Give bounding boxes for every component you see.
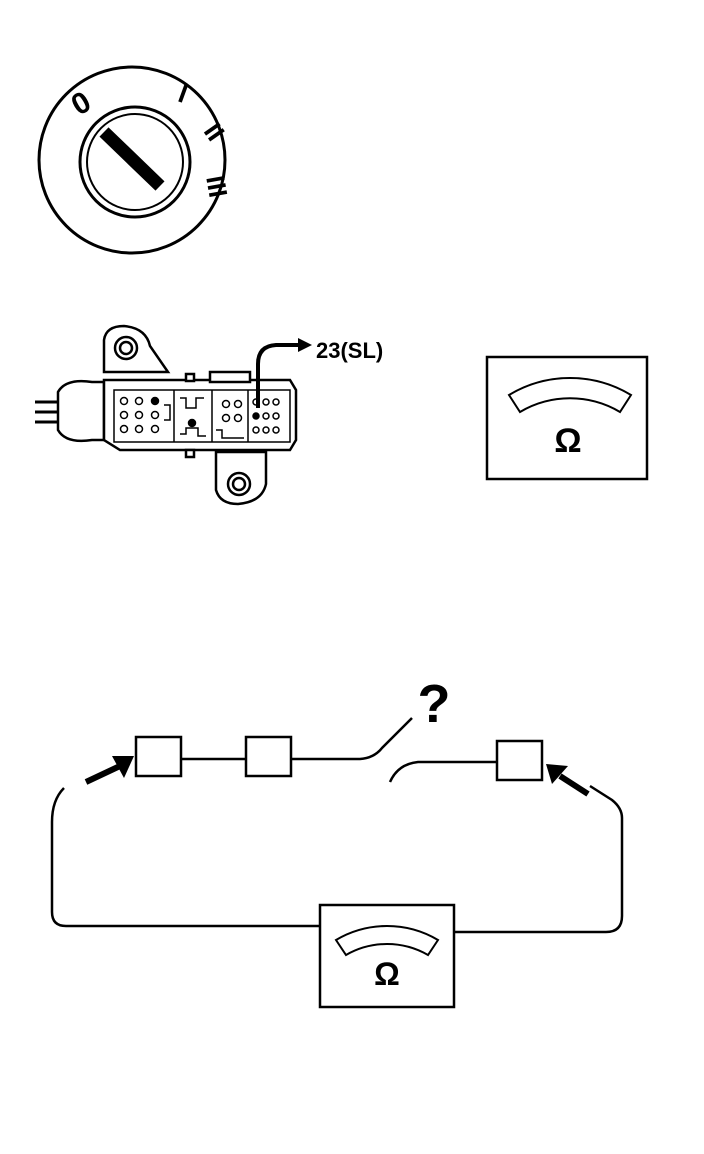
connector-top-tab xyxy=(208,370,252,384)
circuit-component-3 xyxy=(495,739,544,782)
ohmmeter-top: Ω xyxy=(485,355,649,481)
ohmmeter-top-scale-arc xyxy=(507,377,633,414)
circuit-wire-open-right xyxy=(388,760,497,783)
probe-arrow-right-shaft xyxy=(558,773,590,797)
probe-arrow-left-shaft xyxy=(84,763,122,785)
ohmmeter-circuit-symbol: Ω xyxy=(374,956,400,992)
switch-connector xyxy=(35,324,312,506)
upper-mount-hole-inner xyxy=(118,340,134,356)
terminal-pointer-line xyxy=(256,343,300,408)
probe-arrow-right-head xyxy=(546,764,568,784)
ohmmeter-circuit: Ω xyxy=(318,903,456,1009)
cable-boot xyxy=(56,379,106,443)
ohmmeter-circuit-frame xyxy=(318,903,456,1009)
key-slot xyxy=(99,127,165,191)
ohmmeter-circuit-scale-arc xyxy=(334,925,440,957)
ohmmeter-top-frame xyxy=(485,355,649,481)
position-III-label: III xyxy=(200,173,233,200)
probe-lead-left xyxy=(50,787,320,928)
circuit-wire-open-left xyxy=(291,717,413,761)
terminal-label: 23(SL) xyxy=(316,338,383,363)
terminal-pointer-arrowhead xyxy=(298,338,312,352)
circuit-component-1 xyxy=(134,735,183,778)
switch-cylinder-inner xyxy=(86,113,184,211)
lower-mount-hole-inner xyxy=(231,476,247,492)
unknown-mark: ? xyxy=(418,674,451,734)
continuity-circuit xyxy=(50,717,624,934)
ohmmeter-top-symbol: Ω xyxy=(554,422,581,460)
connector-bottom-tab xyxy=(184,448,196,459)
ignition-switch: 0 I II III xyxy=(37,65,234,255)
circuit-component-2 xyxy=(244,735,293,778)
connector-tab-small xyxy=(184,372,196,383)
probe-lead-right xyxy=(454,784,624,934)
probe-arrow-left-head xyxy=(112,756,134,778)
